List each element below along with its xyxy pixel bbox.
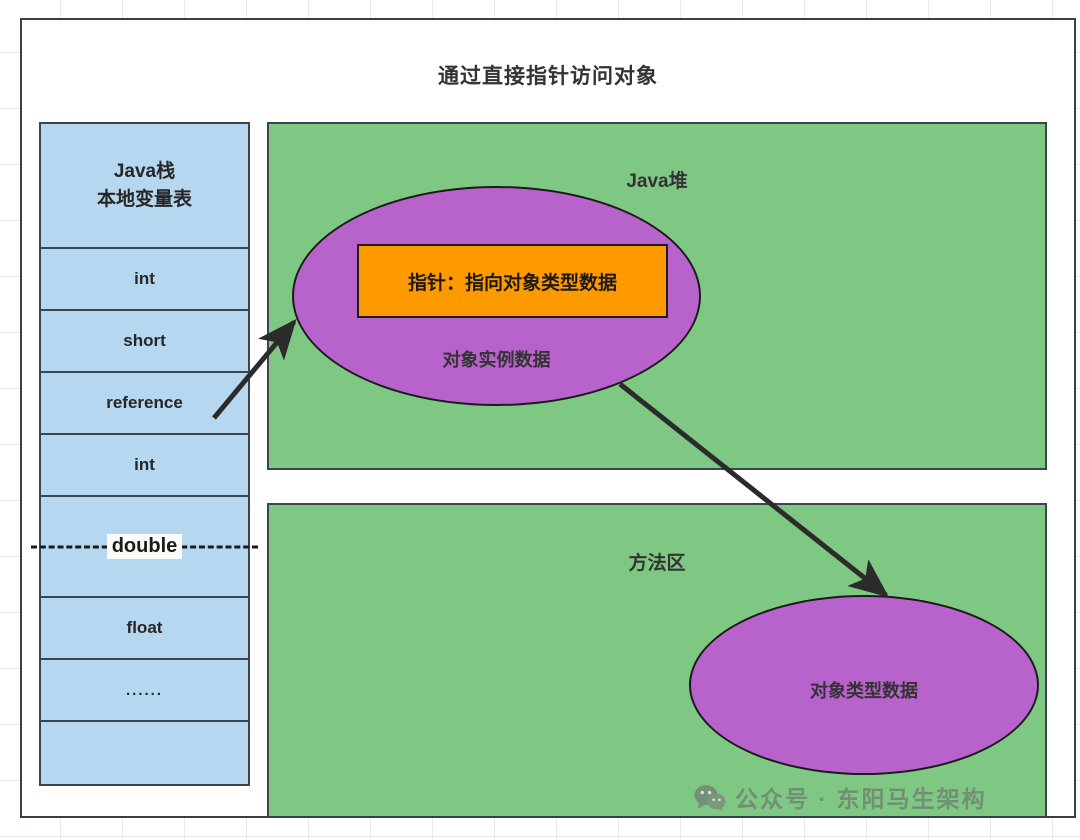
watermark: 公众号 · 东阳马生架构 (694, 780, 986, 814)
stack-header: Java栈 本地变量表 (41, 124, 248, 249)
stack-row-label: short (123, 331, 166, 350)
java-heap-label: Java堆 (626, 171, 688, 192)
stack-row-double: double (31, 497, 258, 598)
watermark-text: 公众号 · 东阳马生架构 (735, 786, 987, 812)
stack-row-int-1: int (41, 249, 248, 311)
java-stack-column: Java栈 本地变量表 int short reference int doub… (31, 122, 258, 786)
stack-row-int-2: int (41, 435, 248, 497)
stack-row-ellipsis: ...... (41, 660, 248, 722)
stack-row-empty (41, 722, 248, 784)
stack-row-label: int (134, 455, 155, 474)
diagram-canvas: 通过直接指针访问对象 Java栈 本地变量表 int short referen… (20, 18, 1076, 818)
stack-header-line1: Java栈 (113, 160, 176, 182)
stack-row-label: double (106, 534, 183, 559)
wechat-icon (694, 784, 726, 811)
pointer-box: 指针：指向对象类型数据 (357, 244, 668, 318)
stack-row-reference: reference (41, 373, 248, 435)
pointer-box-label: 指针：指向对象类型数据 (407, 272, 617, 294)
stack-row-float: float (41, 598, 248, 660)
method-area-label: 方法区 (628, 553, 686, 574)
stack-header-line2: 本地变量表 (96, 188, 192, 210)
stack-row-short: short (41, 311, 248, 373)
stack-row-label: float (126, 618, 163, 637)
stack-row-label: ...... (125, 681, 163, 699)
diagram-title: 通过直接指针访问对象 (438, 65, 658, 88)
stack-row-label: reference (106, 393, 183, 412)
object-type-label: 对象类型数据 (810, 681, 918, 701)
stack-row-label: int (134, 269, 155, 288)
object-type-ellipse: 对象类型数据 (689, 595, 1039, 775)
object-instance-label: 对象实例数据 (442, 350, 551, 370)
object-instance-ellipse: 指针：指向对象类型数据 对象实例数据 (292, 186, 701, 406)
